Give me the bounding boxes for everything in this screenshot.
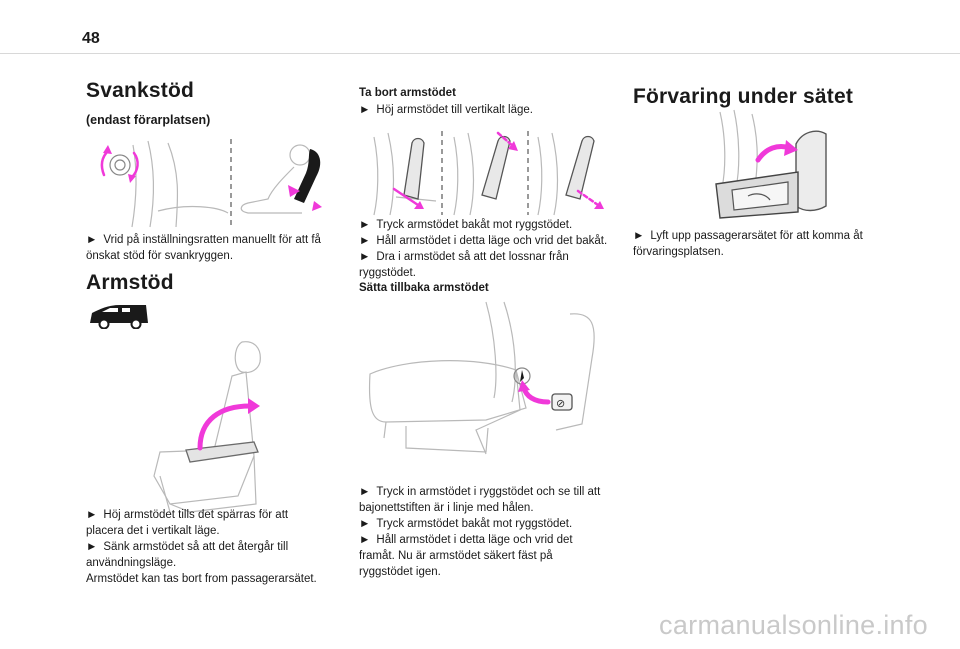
step-arrow-icon: ► [86, 234, 98, 246]
column-right: Förvaring under sätet [633, 84, 883, 109]
lumbar-subheading: (endast förarplatsen) [86, 113, 211, 128]
remove-title: Ta bort armstödet [359, 87, 456, 99]
refit-title: Sätta tillbaka armstödet [359, 282, 489, 295]
storage-illustration [715, 109, 827, 219]
armrest-section: Armstöd [86, 270, 324, 295]
column-left: Svankstöd (endast förarplatsen) [86, 78, 324, 127]
armrest-note: Armstödet kan tas bort from passagerarsä… [86, 573, 317, 586]
armrest-illustration [153, 341, 261, 513]
storage-heading: Förvaring under sätet [633, 85, 854, 108]
step-arrow-icon: ► [359, 235, 371, 248]
step-arrow-icon: ► [359, 534, 371, 547]
storage-steps: ►Lyft upp passagerarsätet för att komma … [633, 228, 883, 260]
storage-tray-icon [731, 181, 789, 211]
armrest-step-2: ►Sänk armstödet så att det återgår till … [86, 541, 289, 570]
vehicle-icon [90, 305, 148, 329]
armrest-steps: ►Höj armstödet tills det spärras för att… [86, 507, 324, 587]
remove-steps: ►Tryck armstödet bakåt mot ryggstödet. ►… [359, 217, 609, 297]
bayonet-hole-icon [551, 393, 573, 411]
remove-step-4: ►Dra i armstödet så att det lossnar från… [359, 251, 569, 280]
step-arrow-icon: ► [86, 509, 98, 521]
step-arrow-icon: ► [633, 230, 645, 242]
watermark: carmanualsonline.info [659, 610, 928, 640]
column-middle: Ta bort armstödet ►Höj armstödet till ve… [359, 86, 609, 118]
refit-step-1: ►Tryck in armstödet i ryggstödet och se … [359, 486, 601, 515]
lumbar-illustration [100, 139, 322, 228]
remove-step-1: ►Höj armstödet till vertikalt läge. [359, 103, 533, 116]
header-divider [0, 53, 960, 54]
armrest-step-1: ►Höj armstödet tills det spärras för att… [86, 509, 289, 538]
refit-step-3: ►Håll armstödet i detta läge och vrid de… [359, 534, 573, 579]
step-arrow-icon: ► [359, 103, 371, 116]
step-arrow-icon: ► [86, 541, 98, 554]
refit-armrest-illustration: ⊘ [368, 301, 595, 455]
svg-text:⊘: ⊘ [556, 398, 565, 410]
step-arrow-icon: ► [359, 219, 371, 231]
lumbar-heading: Svankstöd [86, 79, 194, 102]
step-arrow-icon: ► [359, 251, 371, 264]
step-arrow-icon: ► [359, 518, 371, 531]
step-arrow-icon: ► [359, 486, 371, 498]
remove-armrest-illustration [373, 131, 604, 216]
lumbar-step-1: ►Vrid på inställningsratten manuellt för… [86, 234, 321, 263]
lumbar-steps: ►Vrid på inställningsratten manuellt för… [86, 232, 324, 264]
storage-step-1: ►Lyft upp passagerarsätet för att komma … [633, 230, 863, 259]
armrest-icon [185, 441, 259, 463]
refit-steps: ►Tryck in armstödet i ryggstödet och se … [359, 484, 609, 581]
armrest-heading: Armstöd [86, 271, 174, 294]
lumbar-knob-icon [109, 154, 131, 176]
remove-step-2: ►Tryck armstödet bakåt mot ryggstödet. [359, 219, 573, 231]
page-number: 48 [82, 30, 100, 47]
remove-step-3: ►Håll armstödet i detta läge och vrid de… [359, 235, 608, 248]
refit-step-2: ►Tryck armstödet bakåt mot ryggstödet. [359, 518, 573, 531]
